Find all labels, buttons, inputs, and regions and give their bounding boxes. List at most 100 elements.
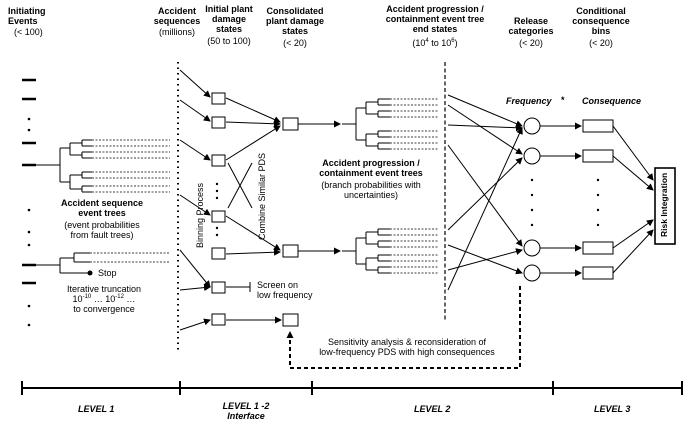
progression-end-states-header-line1: Accident progression / [386,4,484,14]
end-states-sub-mid: to 10 [428,38,452,48]
screen-line2: low frequency [257,290,313,300]
accident-sequences-header-line2: sequences [153,16,201,26]
truncated-branch-ends [90,252,170,263]
accident-sequence-trees-title-line2: event trees [78,208,126,218]
iterative-truncation-line1: Iterative truncation [66,284,142,294]
sensitivity-line2: low-frequency PDS with high consequences [319,347,495,357]
release-categories-header-line2: categories [508,26,554,36]
risk-integration-box [654,167,676,245]
screen-low-frequency-label: Screen on low frequency [257,280,313,300]
consolidated-pds-boxes [282,117,299,327]
risk-arrows [612,125,654,274]
multiply-symbol: * [561,95,565,105]
initial-pds-header-line3: states [215,24,242,34]
progression-end-states-header: Accident progression / containment event… [375,4,495,34]
initiating-sub: (< 100) [14,27,43,37]
iterative-truncation-line3: to convergence [73,304,135,314]
end-states-sub-exp2: 6 [451,38,455,44]
release-category-dots [530,178,534,227]
iterative-truncation-label: Iterative truncation 10-10 … 10-12 … to … [44,284,164,314]
screen-line1: Screen on [257,280,299,290]
sensitivity-analysis-label: Sensitivity analysis & reconsideration o… [300,337,514,357]
initiating-header-line1: Initiating [8,6,46,16]
consequence-bins [582,119,614,280]
initiating-header-line2: Events [8,16,38,26]
progression-tree-upper [342,98,390,150]
progression-lower-ends [390,228,438,274]
binning-arrows [179,69,211,331]
progression-trees-title-line1: Accident progression / [322,158,420,168]
accident-sequence-trees-sub: (event probabilities from fault trees) [42,220,162,240]
level-1-2-line1: LEVEL 1 -2 [222,401,270,411]
consequence-arrows [540,122,582,277]
iter-a-exp: -10 [82,294,92,300]
progression-upper-ends [390,98,438,150]
initial-pds-header-line2: damage [211,14,246,24]
progression-trees-title-line2: containment event trees [319,168,423,178]
sensitivity-feedback-arrow [286,286,521,369]
consolidated-pds-header-line3: states [281,26,308,36]
release-categories-sub: (< 20) [519,38,543,48]
consolidated-pds-sub: (< 20) [283,38,307,48]
initial-pds-header-line1: Initial plant [205,4,253,14]
progression-trees-sub-line2: uncertainties) [343,190,399,200]
release-categories-header-line1: Release [513,16,549,26]
release-categories-header: Release categories [500,16,562,36]
accident-sequence-trees-title: Accident sequence event trees [42,198,162,218]
level-1-label: LEVEL 1 [78,404,115,414]
progression-trees-sub: (branch probabilities with uncertainties… [302,180,440,200]
sensitivity-line1: Sensitivity analysis & reconsideration o… [327,337,487,347]
accident-sequence-trees-sub-line1: (event probabilities [64,220,140,230]
end-states-sub-exp1: 4 [425,38,429,44]
stop-node [87,270,93,276]
release-arrows [447,94,523,291]
iter-dots: … 10 [91,294,116,304]
combine-arrows [225,97,281,256]
accident-sequence-event-tree [36,139,92,193]
accident-sequence-trees-sub-line2: from fault trees) [70,230,134,240]
consequence-label: Consequence [582,96,642,106]
binning-process-label: Binning Process [195,182,205,248]
level-2-label: LEVEL 2 [414,404,451,414]
accident-sequences-sub: (millions) [159,27,195,37]
progression-trees-title: Accident progression / containment event… [302,158,440,178]
consequence-bins-header: Conditional consequence bins [568,6,634,36]
combine-similar-pds-label: Combine Similar PDS [257,152,267,240]
release-category-circles [523,117,541,282]
event-tree-branch-ends [92,139,170,193]
level-1-2-label: LEVEL 1 -2 Interface [206,401,286,421]
accident-sequence-trees-title-line1: Accident sequence [60,198,144,208]
progression-end-states-header-line3: end states [412,24,458,34]
frequency-label: Frequency [506,96,552,106]
stop-label: Stop [98,268,117,278]
progression-end-states-header-line2: containment event tree [385,14,485,24]
end-states-sub-pre: (10 [412,38,426,48]
crossing-lines [227,162,253,209]
progression-end-states-sub: (104 to 106) [375,38,495,48]
consolidated-pds-header: Consolidated plant damage states [255,6,335,36]
iter-a: 10 [72,294,83,304]
consequence-bins-header-line3: bins [591,26,611,36]
accident-sequences-header: Accident sequences [148,6,206,26]
progression-trees-sub-line1: (branch probabilities with [321,180,421,190]
consequence-bins-header-line1: Conditional [576,6,626,16]
initiating-header: Initiating Events [8,6,46,26]
consequence-bins-sub: (< 20) [589,38,613,48]
iter-b-exp: -12 [115,294,124,300]
level-1-2-line2: Interface [227,411,265,421]
accident-sequences-header-line1: Accident [157,6,196,16]
initiating-event-dots [27,117,31,327]
risk-integration-label: Risk Integration [659,172,669,237]
initial-pds-dots [215,182,219,237]
consequence-bins-header-line2: consequence [572,16,630,26]
consolidated-pds-header-line2: plant damage [265,16,324,26]
truncated-event-tree [36,252,90,274]
to-progression-arrows [298,120,341,255]
progression-tree-lower [342,228,390,274]
level-3-label: LEVEL 3 [594,404,631,414]
iter-tail: … [123,294,136,304]
initial-pds-boxes [211,92,226,326]
initiating-event-bars [22,78,36,285]
